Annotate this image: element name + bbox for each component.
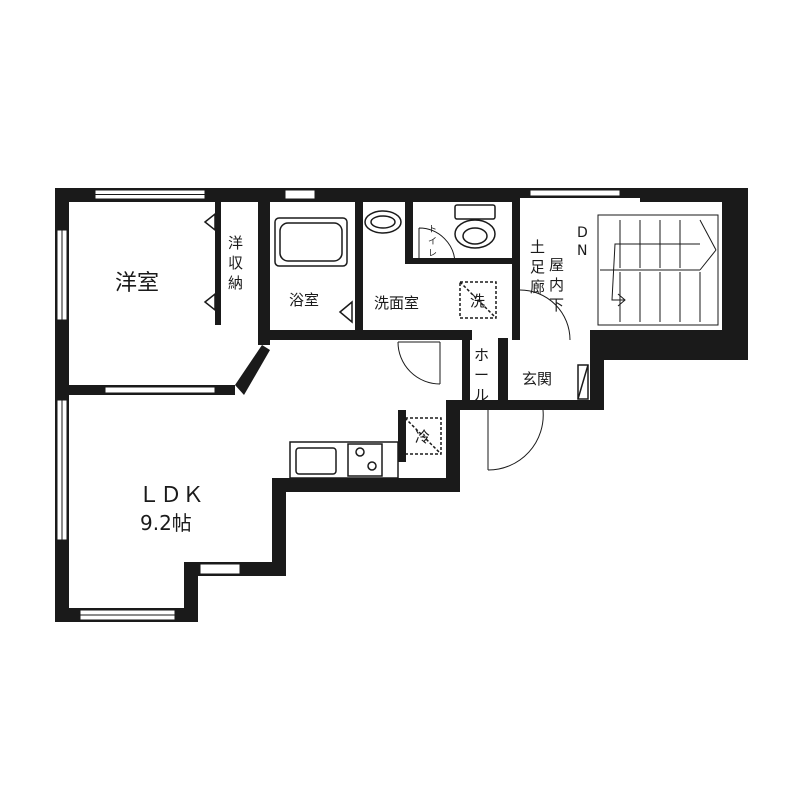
label-toilet-1: ト bbox=[428, 225, 437, 235]
label-closet-3: 納 bbox=[228, 274, 243, 292]
door-entrance bbox=[487, 409, 544, 471]
label-corridor-1b: 足 bbox=[530, 258, 545, 276]
staircase bbox=[597, 214, 719, 326]
label-entrance: 玄関 bbox=[522, 370, 552, 388]
label-corridor-1c: 廊 bbox=[530, 278, 545, 296]
toilet-tank bbox=[454, 204, 496, 220]
walls bbox=[55, 188, 748, 622]
label-ldk: ＬＤＫ bbox=[138, 483, 204, 508]
label-dn-n: N bbox=[577, 243, 587, 259]
label-corridor-2c: 下 bbox=[549, 296, 564, 314]
label-corridor-1a: 土 bbox=[530, 238, 545, 256]
label-corridor-2a: 屋 bbox=[549, 256, 564, 274]
label-ldk-size: 9.2帖 bbox=[140, 511, 192, 535]
windows bbox=[56, 189, 621, 621]
label-washroom: 洗面室 bbox=[374, 294, 419, 312]
kitchen-counter bbox=[289, 441, 399, 479]
label-toilet-3: レ bbox=[428, 249, 437, 259]
fixtures bbox=[203, 204, 589, 479]
label-washer: 洗 bbox=[470, 292, 485, 310]
door-toilet bbox=[418, 227, 456, 265]
label-toilet-2: イ bbox=[428, 237, 437, 247]
label-hall-3: ル bbox=[474, 386, 489, 404]
wash-basin bbox=[364, 210, 402, 234]
labels: 洋室 洋 収 納 浴室 洗面室 洗 ト イ レ D N 土 足 廊 屋 内 下 … bbox=[115, 225, 588, 535]
label-western-room: 洋室 bbox=[115, 271, 159, 296]
label-bathroom: 浴室 bbox=[289, 291, 319, 309]
kitchen-sink bbox=[295, 447, 337, 475]
label-closet-1: 洋 bbox=[228, 234, 243, 252]
doors bbox=[397, 227, 571, 471]
fridge-space bbox=[404, 417, 442, 455]
bathtub bbox=[274, 217, 348, 267]
label-hall-1: ホ bbox=[474, 346, 489, 364]
label-corridor-2b: 内 bbox=[549, 276, 564, 294]
toilet-bowl bbox=[454, 219, 496, 249]
washer-space bbox=[459, 281, 497, 319]
label-fridge: 冷 bbox=[415, 428, 430, 446]
door-washroom bbox=[397, 341, 441, 385]
label-dn-d: D bbox=[577, 225, 588, 241]
label-closet-2: 収 bbox=[228, 254, 243, 272]
door-corridor bbox=[519, 289, 571, 341]
label-hall-2: ー bbox=[474, 366, 489, 384]
stair-arrow bbox=[611, 243, 700, 301]
